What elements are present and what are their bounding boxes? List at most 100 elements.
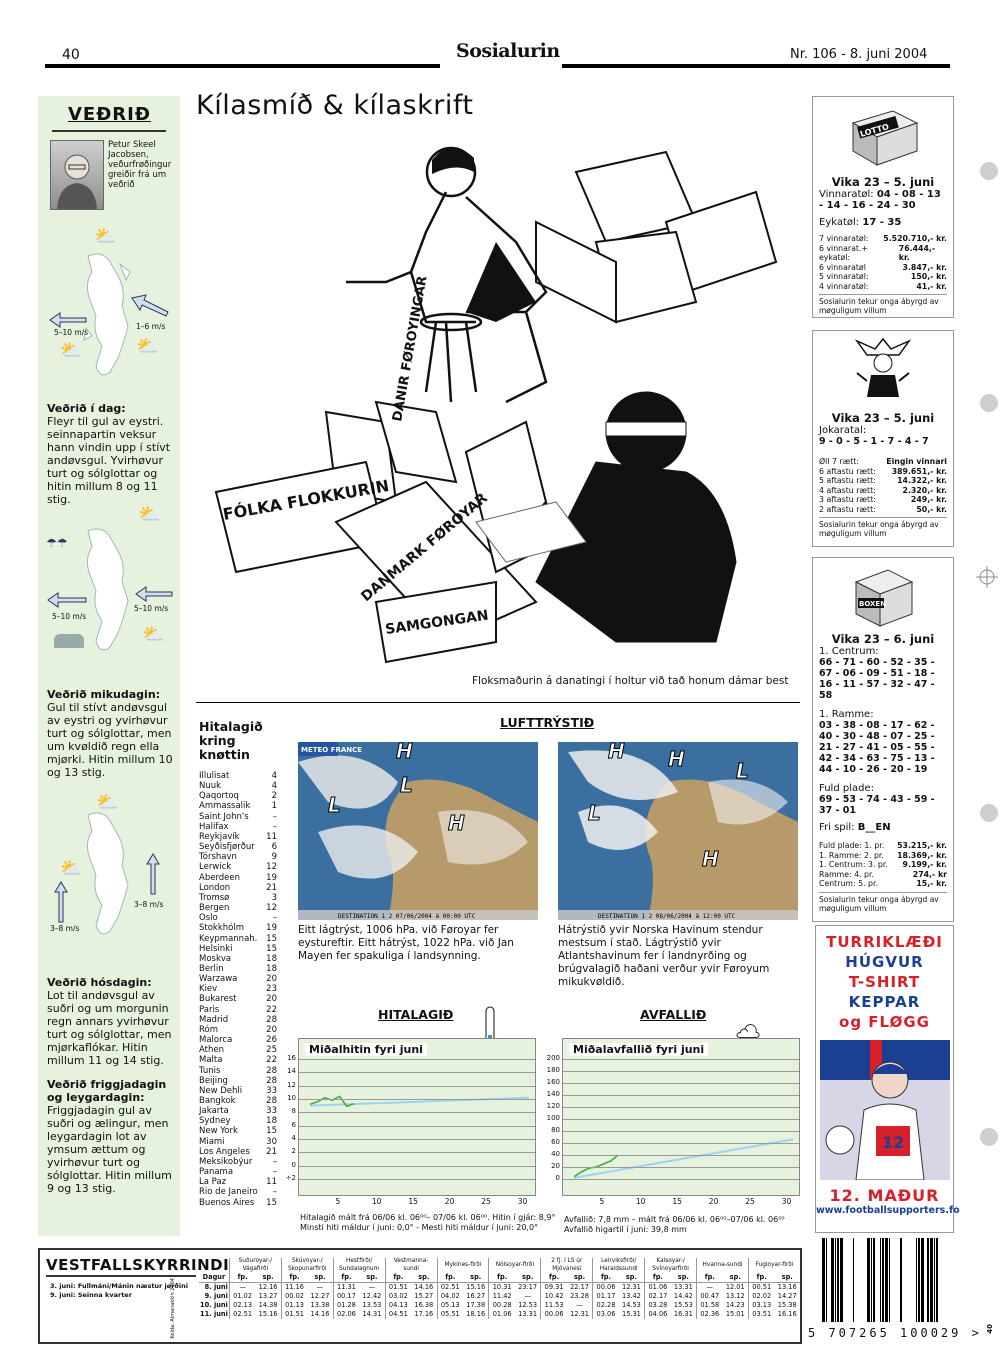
grid-line (299, 1152, 535, 1154)
tide-time: 15.53 (673, 1301, 693, 1309)
grid-line (299, 1059, 535, 1060)
wind-arrow-up-icon (54, 881, 68, 923)
x-tick: 10 (371, 1197, 382, 1206)
city-name: Halifax (199, 821, 229, 832)
divider (196, 702, 800, 703)
prize-row: 5 vinnaratøl:150,- kr. (819, 272, 947, 281)
joker-box: Vika 23 – 5. juni Jokaratal: 9 - 0 - 5 -… (812, 330, 954, 547)
city-temp: 4 (271, 771, 277, 781)
ad-line: KEPPAR (848, 993, 921, 1011)
wind-speed: 5–10 m/s (134, 604, 169, 613)
tide-time: 13.16 (777, 1283, 797, 1291)
sun-cloud-icon: ⛅ (96, 792, 119, 813)
sun-cloud-icon: ⛅ (60, 858, 83, 879)
y-tick: 10 (287, 1094, 296, 1102)
barcode-bar (873, 1238, 875, 1322)
header-rule-left (45, 64, 440, 68)
y-tick: 140 (546, 1090, 560, 1098)
tide-time: 22.17 (570, 1283, 589, 1291)
grid-line (299, 1112, 535, 1114)
city-temp: 28 (266, 1096, 277, 1106)
boxen-ramme: 03 - 38 - 08 - 17 - 62 - 40 - 30 - 48 - … (819, 720, 935, 775)
tide-time: 02.36 (696, 1310, 723, 1319)
grid-line (563, 1143, 799, 1144)
barcode-bar (835, 1238, 836, 1322)
barcode-number: 5 707265 100029 > (808, 1326, 982, 1340)
city-temp: 15 (266, 933, 277, 944)
tide-time: 12.31 (622, 1283, 641, 1291)
city-temp: 30 (266, 1136, 277, 1147)
tide-time: 14.38 (258, 1301, 278, 1309)
city-name: Stokkhólm (199, 923, 245, 934)
wind-speed: 5–10 m/s (54, 328, 89, 337)
ad-url[interactable]: www.footballsupporters.fo (816, 1205, 960, 1216)
lotto-extra-label: Eykatøl: 17 - 35 (819, 217, 902, 228)
city-temp: – (272, 1187, 277, 1198)
prize-row: 1. Ramme: 2. pr.18.369,- kr. (819, 850, 947, 860)
boxen-die-icon: BOXEN (854, 569, 914, 627)
tide-time: 12.42 (362, 1292, 382, 1300)
tide-time: 15.16 (466, 1283, 486, 1291)
tide-time: 02.17 (644, 1292, 671, 1301)
city-name: Oslo (199, 913, 218, 924)
city-name: Rio de Janeiro (199, 1187, 258, 1198)
tide-time: 02.51 (436, 1282, 463, 1292)
city-temp: 28 (266, 1075, 277, 1086)
tide-time: 11.31 (332, 1282, 360, 1292)
ad-line: HÚGVUR (845, 953, 924, 971)
tide-title: VESTFALLSKYRRINDI (46, 1256, 230, 1274)
tide-time: 23.28 (570, 1292, 589, 1300)
tide-time: 12.01 (725, 1283, 745, 1291)
city-temp-row: Saint John's– (199, 812, 277, 822)
tide-station: Fugloyar-firði (747, 1258, 800, 1273)
city-temp: – (272, 821, 277, 832)
city-name: Malorca (199, 1035, 233, 1046)
city-temp: 2 (271, 791, 277, 802)
sun-cloud-icon: ⛅ (136, 336, 159, 357)
tide-time: 14.16 (414, 1283, 434, 1291)
city-name: Malta (199, 1055, 223, 1066)
tide-time: 02.02 (747, 1292, 775, 1301)
y-tick: 60 (551, 1138, 560, 1146)
barcode (822, 1238, 938, 1322)
city-name: La Paz (199, 1177, 227, 1188)
tide-time: 02.13 (228, 1301, 256, 1310)
jester-icon (854, 337, 912, 397)
city-temp: 25 (266, 1045, 277, 1056)
x-tick: 20 (708, 1197, 719, 1206)
high-pressure-label: H (448, 811, 465, 835)
barcode-bar (885, 1238, 888, 1322)
tide-time: 00.02 (280, 1292, 308, 1301)
x-tick: 10 (635, 1197, 646, 1206)
city-temp-row: Keypmannah.15 (199, 934, 277, 944)
barcode-bar (936, 1238, 938, 1322)
grid-line (563, 1167, 799, 1168)
barcode-bar (889, 1238, 890, 1322)
tide-time: — (316, 1283, 324, 1291)
tide-time: 04.51 (384, 1310, 412, 1319)
barcode-bar (831, 1238, 834, 1322)
city-temp: 23 (266, 984, 277, 995)
forecast-today: Veðrið í dag:Fleyr til gul av eystri. se… (47, 402, 171, 506)
prize-row: 1. Centrum: 3. pr.9.199,- kr. (819, 860, 947, 869)
tide-time: 03.13 (747, 1301, 775, 1310)
tide-time: 13.53 (362, 1301, 382, 1309)
boxen-label: Fuld plade: (819, 783, 874, 794)
barcode-bar (826, 1238, 827, 1322)
y-tick: 80 (551, 1126, 560, 1134)
y-tick: 100 (546, 1114, 560, 1122)
tide-time: — (524, 1292, 531, 1300)
city-temp: 12 (266, 903, 277, 914)
lotto-numbers: 04 - 08 - 13 - 14 - 16 - 24 - 30 (819, 189, 941, 211)
tide-source: Kelda: Almanakkin 2004 (170, 1278, 176, 1339)
